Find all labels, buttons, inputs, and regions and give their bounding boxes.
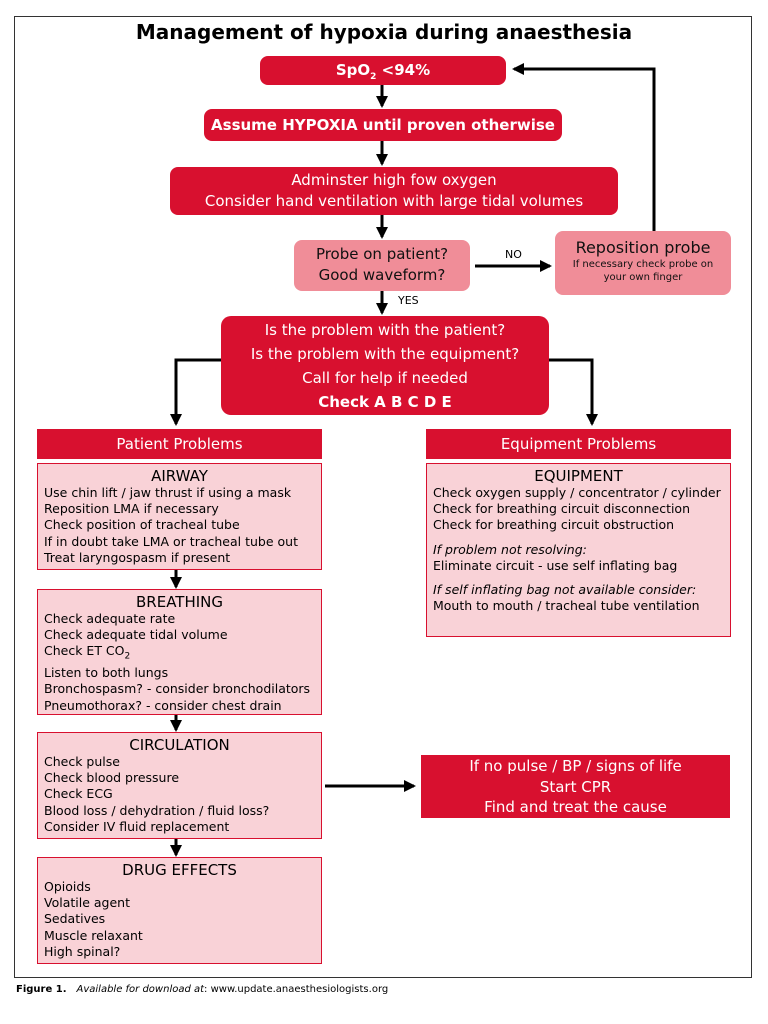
assume-hypoxia-step: Assume HYPOXIA until proven otherwise <box>204 109 562 141</box>
equipment-box: EQUIPMENT Check oxygen supply / concentr… <box>426 463 731 637</box>
patient-problems-header: Patient Problems <box>37 429 322 459</box>
page-title: Management of hypoxia during anaesthesia <box>135 20 633 44</box>
drug-effects-box: DRUG EFFECTS Opioids Volatile agent Seda… <box>37 857 322 964</box>
airway-box: AIRWAY Use chin lift / jaw thrust if usi… <box>37 463 322 570</box>
probe-check-step: Probe on patient? Good waveform? <box>294 240 470 291</box>
circulation-box: CIRCULATION Check pulse Check blood pres… <box>37 732 322 839</box>
arrow-to-patient <box>170 358 221 426</box>
equipment-problems-header: Equipment Problems <box>426 429 731 459</box>
cpr-box: If no pulse / BP / signs of life Start C… <box>421 755 730 818</box>
no-label: NO <box>505 248 522 261</box>
problem-question-step: Is the problem with the patient? Is the … <box>221 316 549 415</box>
yes-label: YES <box>398 294 419 307</box>
arrow-reposition-loop <box>512 63 656 231</box>
download-link[interactable]: : www.update.anaesthesiologists.org <box>204 984 389 995</box>
reposition-title: Reposition probe <box>575 238 711 257</box>
figure-frame <box>14 16 752 978</box>
arrow-to-equipment <box>549 358 598 426</box>
oxygen-step: Adminster high fow oxygen Consider hand … <box>170 167 618 215</box>
spo2-step: SpO2 <94% <box>260 56 506 85</box>
figure-caption: Figure 1.Available for download at: www.… <box>16 984 389 995</box>
reposition-probe-step: Reposition probe If necessary check prob… <box>555 231 731 295</box>
breathing-box: BREATHING Check adequate rate Check adeq… <box>37 589 322 715</box>
